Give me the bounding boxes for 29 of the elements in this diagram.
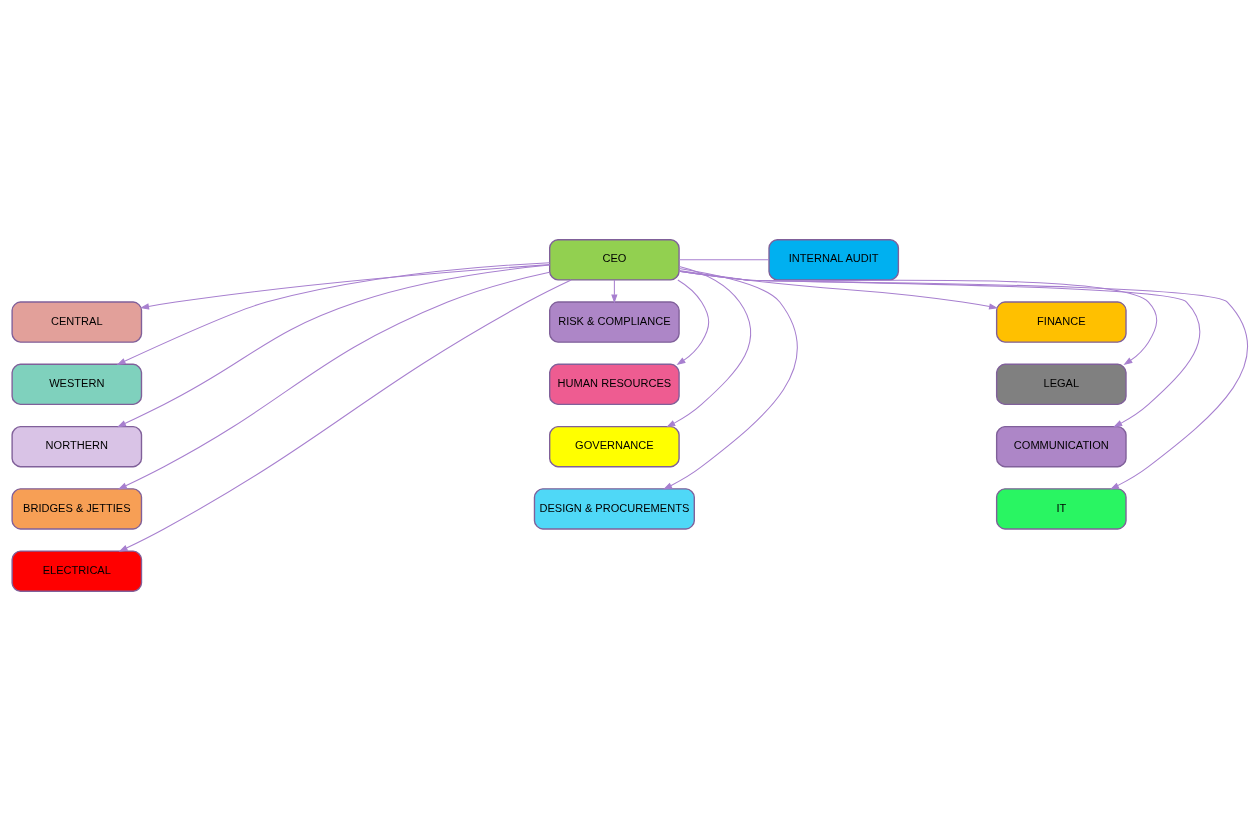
node-box: FINANCE [995,301,1127,343]
node-box: CEO [549,239,680,281]
arrow [117,264,551,428]
node-box: NORTHERN [11,425,143,468]
node-box: GOVERNANCE [549,425,680,468]
node-box: HUMAN RESOURCES [549,363,680,406]
arrow [678,270,1158,366]
arrow [678,270,999,310]
arrow [118,279,572,552]
arrow [663,268,799,490]
arrow [678,270,1249,490]
arrow [611,279,618,304]
connector [678,259,770,261]
node-box: CENTRAL [11,301,143,343]
arrow [140,264,551,310]
node-box: WESTERN [11,363,143,406]
arrow [678,270,1201,428]
arrow [117,271,551,490]
node-box: LEGAL [995,363,1127,406]
node-box: RISK & COMPLIANCE [549,301,680,343]
arrow [116,262,551,365]
node-box: IT [995,488,1127,530]
node-box: BRIDGES & JETTIES [11,488,143,530]
arrow [676,279,710,366]
node-box: INTERNAL AUDIT [768,239,900,281]
node-box: DESIGN & PROCUREMENTS [533,488,695,530]
node-box: COMMUNICATION [995,425,1127,468]
arrow [666,266,752,428]
node-box: ELECTRICAL [11,550,143,592]
